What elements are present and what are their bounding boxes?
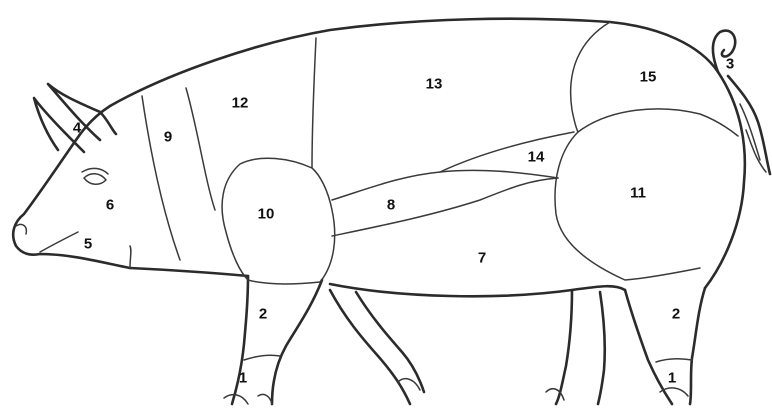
lower-chest-outline [130,268,248,276]
region-label-1-rear: 1 [668,370,676,387]
cut-line-10-shoulder [222,158,335,284]
belly-outline [330,284,625,296]
region-label-4: 4 [73,120,82,137]
region-label-10: 10 [258,206,275,223]
cut-line-15 [571,22,610,132]
far-rear-leg-outline [556,290,572,404]
cut-line-8-top [332,170,558,200]
rear-leg-front-outline [625,290,672,404]
region-label-9: 9 [164,129,172,146]
mouth-line [40,232,78,252]
snout-line [16,224,26,234]
hoof-front-right [258,394,272,404]
region-label-6: 6 [106,197,114,214]
region-label-12: 12 [232,95,249,112]
region-label-15: 15 [640,69,657,86]
cut-line-leg-2-front [244,355,280,360]
cut-line-11-top [578,109,738,136]
rear-leg-back-outline [690,288,705,404]
region-label-2-front: 2 [259,306,267,323]
body-outline [110,19,745,288]
hoof-front-left [224,395,248,404]
region-label-13: 13 [426,76,443,93]
cut-line-8-bottom [332,178,558,236]
cut-line-14-top [440,132,574,172]
cut-line-11-ham [555,132,700,280]
region-label-5: 5 [84,236,92,253]
region-label-2-rear: 2 [672,306,680,323]
front-leg-outline-2 [272,280,322,404]
region-label-1-front: 1 [239,370,247,387]
region-label-3: 3 [726,56,734,73]
cut-line-neck-9-right [186,88,215,210]
jaw-line [130,246,131,268]
cut-line-leg-2-rear [656,359,692,362]
cut-line-neck-9-left [142,96,180,260]
cut-line-12-13 [312,38,316,168]
region-label-11: 11 [630,185,646,202]
region-label-8: 8 [387,197,395,214]
region-label-7: 7 [478,250,486,267]
region-label-14: 14 [528,149,545,166]
eye-icon [84,174,106,185]
far-rear-leg-outline-2 [598,292,605,404]
